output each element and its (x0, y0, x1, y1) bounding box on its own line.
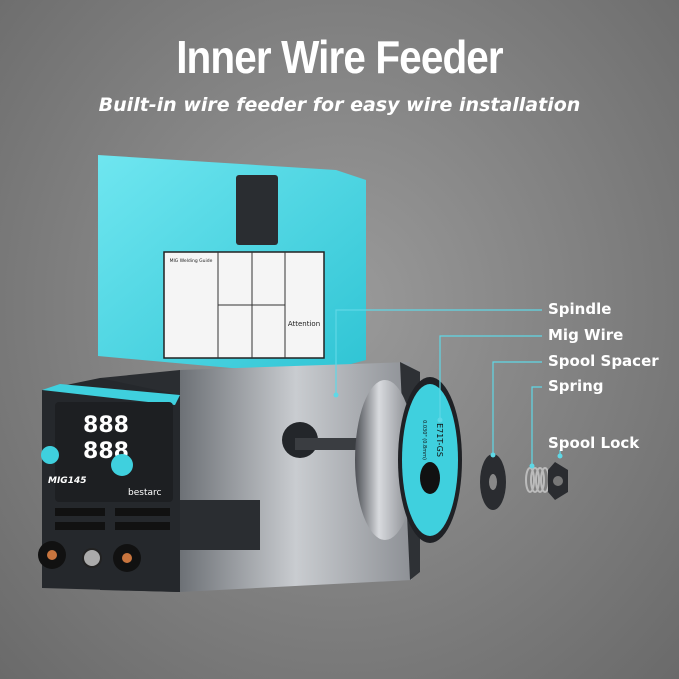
spool-wire-type: E71T-GS (435, 423, 444, 457)
brand-label: bestarc (128, 488, 161, 498)
callout-spindle: Spindle (548, 300, 612, 318)
callout-spool-spacer: Spool Spacer (548, 352, 659, 370)
callout-spring: Spring (548, 377, 604, 395)
right-knob (111, 454, 133, 476)
spring (525, 467, 550, 493)
wire-spool: E71T-GS 0.030" (0.8mm) (355, 377, 462, 543)
page-subtitle: Built-in wire feeder for easy wire insta… (98, 94, 581, 116)
spool-wire-size: 0.030" (0.8mm) (421, 420, 427, 460)
lid: MIG Welding Guide Attention (98, 155, 366, 375)
wire-feeder (180, 500, 260, 550)
left-knob (41, 446, 59, 464)
attention-text: Attention (288, 320, 320, 328)
chart-title: MIG Welding Guide (170, 258, 213, 264)
model-label: MIG145 (48, 476, 86, 486)
control-panel (55, 402, 173, 502)
leader-lines (335, 309, 561, 466)
display-top: 888 (83, 413, 129, 438)
welder-body: 888 888 MIG145 bestarc (38, 362, 420, 592)
callout-spool-lock: Spool Lock (548, 434, 640, 452)
page-title: Inner Wire Feeder (176, 31, 503, 83)
lid-latch (236, 175, 278, 245)
callout-mig-wire: Mig Wire (548, 326, 624, 344)
